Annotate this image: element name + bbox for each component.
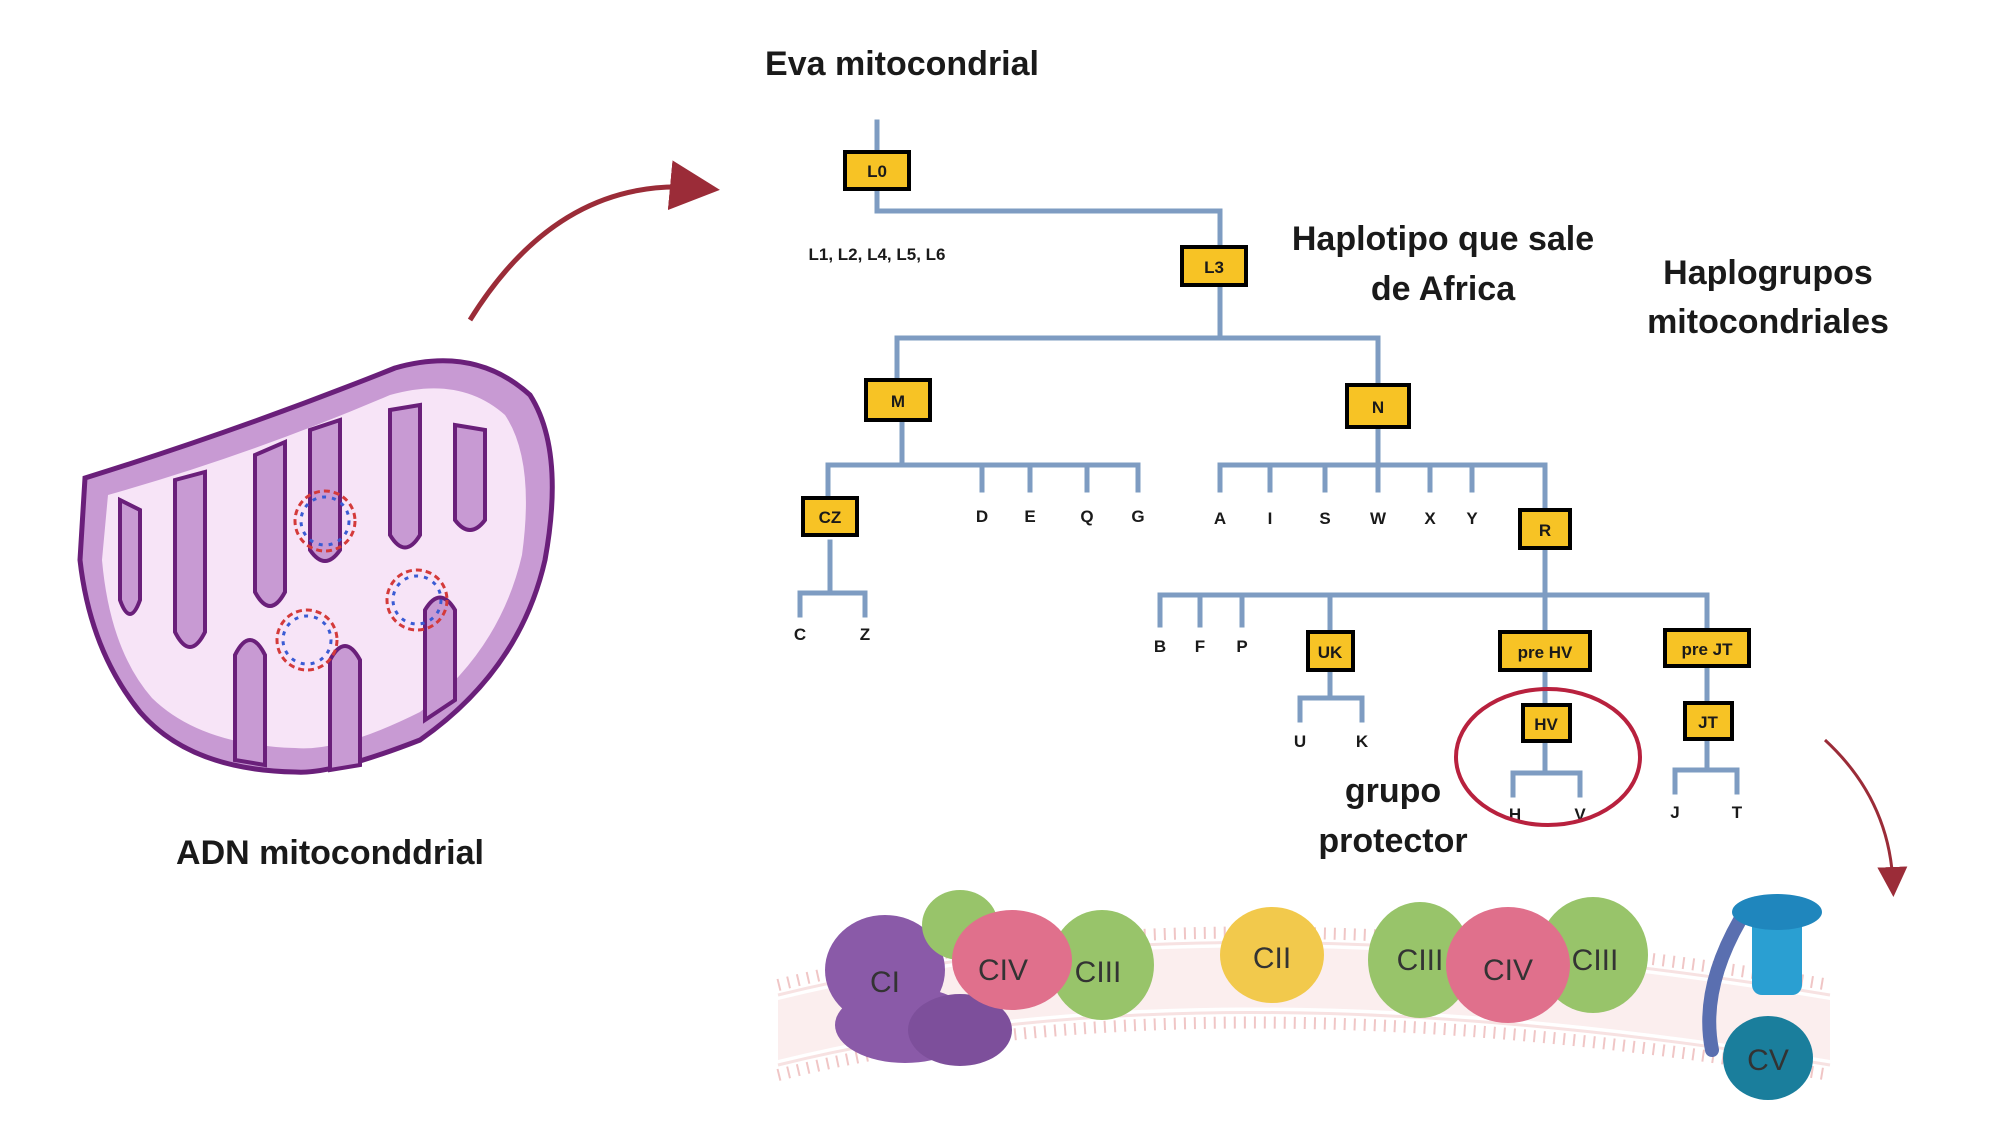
leaf-P: P xyxy=(1236,637,1247,656)
protector-caption-line1: grupo xyxy=(1345,772,1441,810)
complex-CIV-a-label: CIV xyxy=(978,954,1028,987)
dna-caption: ADN mitoconddrial xyxy=(176,834,484,872)
eva-title: Eva mitocondrial xyxy=(765,45,1039,83)
leaf-A: A xyxy=(1214,509,1226,528)
complex-CIV-b-label: CIV xyxy=(1483,954,1533,987)
leaf-labels: L1, L2, L4, L5, L6 D E Q G A I S W X Y C… xyxy=(794,245,1743,824)
node-R: R xyxy=(1518,508,1572,550)
complex-CI: CI xyxy=(825,915,1012,1066)
leaf-J: J xyxy=(1670,803,1679,822)
node-UK-label: UK xyxy=(1318,643,1343,662)
leaf-D: D xyxy=(976,507,988,526)
node-preJT-label: pre JT xyxy=(1681,640,1733,659)
leaf-W: W xyxy=(1370,509,1387,528)
leaf-I: I xyxy=(1268,509,1273,528)
leaf-E: E xyxy=(1024,507,1035,526)
leaf-F: F xyxy=(1195,637,1205,656)
complex-CV: CV xyxy=(1702,894,1822,1100)
leaf-Y: Y xyxy=(1466,509,1478,528)
leaf-B: B xyxy=(1154,637,1166,656)
leaf-L-others: L1, L2, L4, L5, L6 xyxy=(809,245,946,264)
complex-CIII-b: CIII xyxy=(1368,902,1472,1018)
complex-CIV-a: CIV xyxy=(952,910,1072,1010)
haplogroups-caption-line2: mitocondriales xyxy=(1647,303,1889,341)
node-CZ-label: CZ xyxy=(819,508,842,527)
node-L3: L3 xyxy=(1180,245,1248,287)
node-JT: JT xyxy=(1683,701,1734,741)
node-preHV: pre HV xyxy=(1498,630,1592,672)
node-preHV-label: pre HV xyxy=(1518,643,1573,662)
node-R-label: R xyxy=(1539,521,1551,540)
node-M: M xyxy=(864,378,932,422)
complex-CI-label: CI xyxy=(870,966,900,999)
leaf-Z: Z xyxy=(860,625,870,644)
arrow-to-tree xyxy=(467,160,720,322)
haplogroup-tree-lines xyxy=(797,119,1740,798)
node-L0: L0 xyxy=(843,150,911,191)
node-CZ: CZ xyxy=(801,496,859,537)
node-M-label: M xyxy=(891,392,905,411)
complex-CIII-b-label: CIII xyxy=(1397,944,1444,977)
complex-CIII-c-label: CIII xyxy=(1572,944,1619,977)
node-JT-label: JT xyxy=(1698,713,1718,732)
node-N-label: N xyxy=(1372,398,1384,417)
node-preJT: pre JT xyxy=(1663,628,1751,668)
node-L0-label: L0 xyxy=(867,162,887,181)
complex-CIV-b: CIV xyxy=(1446,907,1570,1023)
protector-caption-line2: protector xyxy=(1318,822,1467,860)
complex-CV-label: CV xyxy=(1747,1044,1789,1077)
mitochondrion-illustration xyxy=(77,358,555,775)
leaf-U: U xyxy=(1294,732,1306,751)
l3-caption-line2: de Africa xyxy=(1371,270,1516,308)
leaf-C: C xyxy=(794,625,806,644)
node-HV-label: HV xyxy=(1534,715,1558,734)
complex-CII-label: CII xyxy=(1253,942,1291,975)
leaf-X: X xyxy=(1424,509,1436,528)
complex-CII: CII xyxy=(1220,907,1324,1003)
leaf-G: G xyxy=(1131,507,1144,526)
leaf-S: S xyxy=(1319,509,1330,528)
node-N: N xyxy=(1345,383,1411,429)
node-UK: UK xyxy=(1306,630,1355,672)
node-L3-label: L3 xyxy=(1204,258,1224,277)
haplogroups-caption-line1: Haplogrupos xyxy=(1663,254,1873,292)
membrane-illustration: CI CIII CIV CII CIII CIII CIV xyxy=(776,890,1831,1100)
node-HV: HV xyxy=(1521,703,1572,743)
leaf-Q: Q xyxy=(1080,507,1093,526)
complex-CIII-a-label: CIII xyxy=(1075,956,1122,989)
arrow-to-membrane xyxy=(1823,738,1908,897)
l3-caption-line1: Haplotipo que sale xyxy=(1292,220,1594,258)
leaf-K: K xyxy=(1356,732,1369,751)
leaf-T: T xyxy=(1732,803,1743,822)
protector-highlight-circle xyxy=(1454,687,1642,827)
